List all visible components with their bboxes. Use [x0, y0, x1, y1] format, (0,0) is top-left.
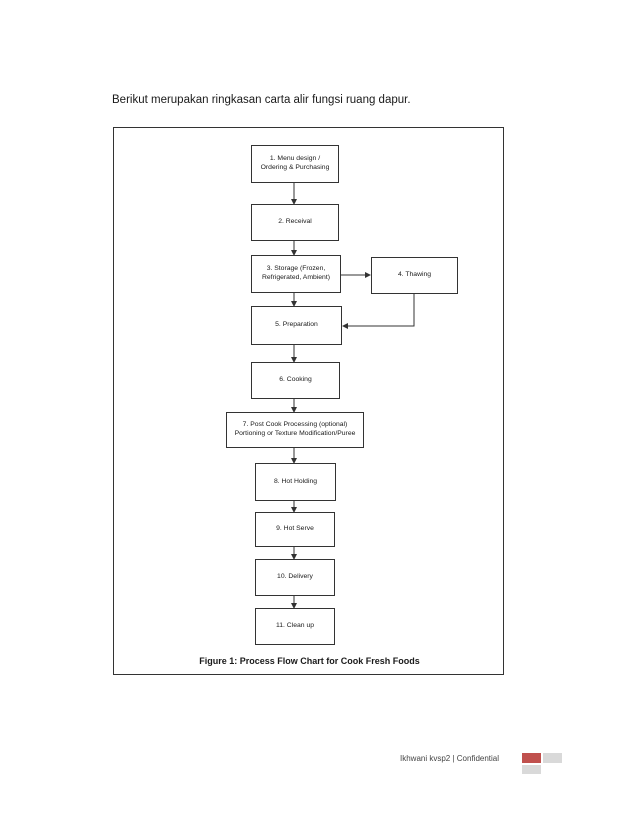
- page-footer: Ikhwani kvsp2 | Confidential: [400, 754, 500, 763]
- flow-step-3: 3. Storage (Frozen,Refrigerated, Ambient…: [251, 255, 341, 293]
- flow-step-9-label: 9. Hot Serve: [276, 525, 314, 533]
- flow-step-6: 6. Cooking: [251, 362, 340, 399]
- flow-step-9: 9. Hot Serve: [255, 512, 335, 547]
- footer-accent-gray-block-lower: [522, 765, 541, 774]
- flow-step-2-label: 2. Receival: [278, 218, 312, 226]
- flow-step-4: 4. Thawing: [371, 257, 458, 294]
- flow-step-11-label: 11. Clean up: [275, 622, 315, 630]
- flow-step-6-label: 6. Cooking: [279, 376, 312, 384]
- footer-accent-gray-block: [543, 753, 562, 763]
- flow-step-7-line1: 7. Post Cook Processing (optional): [242, 421, 348, 429]
- flow-step-3-line2: Refrigerated, Ambient): [261, 274, 330, 281]
- intro-paragraph: Berikut merupakan ringkasan carta alir f…: [112, 94, 411, 106]
- flow-step-7-line2: Portioning or Texture Modification/Puree: [234, 430, 356, 437]
- flow-step-8-label: 8. Hot Holding: [273, 477, 318, 485]
- flow-step-1-line2: Ordering & Purchasing: [260, 164, 330, 171]
- flow-step-4-label: 4. Thawing: [397, 271, 432, 279]
- flowchart-figure: 1. Menu design /Ordering & Purchasing 2.…: [113, 127, 504, 675]
- flow-step-2: 2. Receival: [251, 204, 339, 241]
- flow-arrows: [291, 183, 415, 609]
- flow-step-5-label: 5. Preparation: [275, 321, 318, 329]
- flow-step-1-line1: 1. Menu design /: [269, 155, 321, 163]
- flow-step-5: 5. Preparation: [251, 306, 342, 345]
- flow-step-7: 7. Post Cook Processing (optional)Portio…: [226, 412, 364, 448]
- flow-step-11: 11. Clean up: [255, 608, 335, 645]
- flow-step-1: 1. Menu design /Ordering & Purchasing: [251, 145, 339, 183]
- arrow-4-5: [342, 294, 415, 329]
- flow-step-8: 8. Hot Holding: [255, 463, 336, 501]
- figure-caption: Figure 1: Process Flow Chart for Cook Fr…: [199, 656, 420, 666]
- flow-step-10-label: 10. Delivery: [277, 573, 313, 581]
- footer-accent-red-block: [522, 753, 541, 763]
- flow-step-3-line1: 3. Storage (Frozen,: [266, 265, 326, 273]
- flow-step-10: 10. Delivery: [255, 559, 335, 596]
